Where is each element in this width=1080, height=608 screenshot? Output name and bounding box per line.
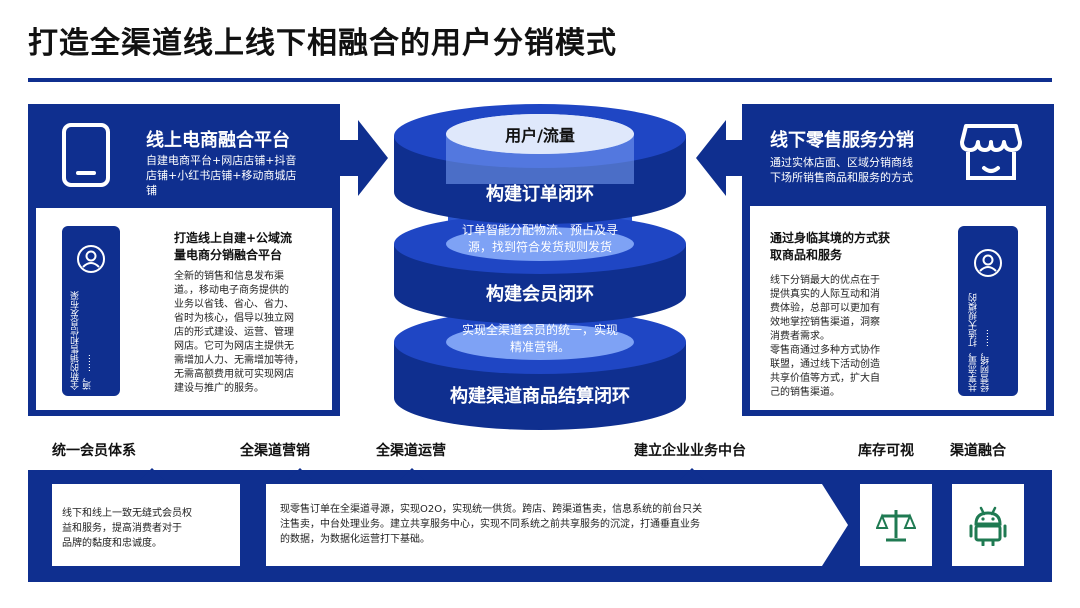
operations-desc: 现零售订单在全渠道寻源，实现O2O，实现统一供货。跨店、跨渠道售卖，信息系统的前… xyxy=(280,504,703,545)
left-box-body: 全新的销售和信息发布渠 道。，移动电子商务提供的 业务以省钱、省心、省力、 省时… xyxy=(174,271,304,394)
arrow-right-icon xyxy=(340,120,388,196)
user-circle-icon xyxy=(77,245,105,273)
right-box-body: 线下分销最大的优点在于 提供真实的人际互动和消 费体验，总部可以更加有 效地掌控… xyxy=(770,275,880,398)
left-card-text: 全新的销售和信息发布渠道，…… xyxy=(71,291,93,390)
scale-icon xyxy=(876,510,916,542)
label-unified-membership: 统一会员体系 xyxy=(52,443,136,459)
cylinder-stack xyxy=(394,104,686,430)
order-loop-desc: 订单智能分配物流、预占及寻 源，找到符合发货规则发货 xyxy=(461,223,618,254)
storefront-icon xyxy=(960,122,1022,182)
member-loop-desc: 实现全渠道会员的统一，实现 精准营销。 xyxy=(461,323,618,354)
tablet-icon xyxy=(60,122,112,188)
settlement-loop-label: 构建渠道商品结算闭环 xyxy=(450,386,630,407)
operations-box-shape xyxy=(266,484,848,566)
pointer-triangles xyxy=(140,468,704,480)
label-inventory-visibility: 库存可视 xyxy=(858,443,914,459)
arrow-left-icon xyxy=(696,120,744,196)
user-circle-icon xyxy=(974,249,1002,277)
page-title: 打造全渠道线上线下相融合的用户分销模式 xyxy=(28,26,617,61)
left-panel-title: 线上电商融合平台 xyxy=(146,130,290,151)
left-panel-subtitle: 自建电商平台+网店店铺+抖音 店铺+小红书店铺+移动商城店 铺 xyxy=(146,154,297,197)
title-divider xyxy=(28,78,1052,82)
right-panel-title: 线下零售服务分销 xyxy=(770,130,914,151)
right-panel-subtitle: 通过实体店面、区域分销商线 下场所销售商品和服务的方式 xyxy=(770,156,913,184)
membership-desc: 线下和线上一致无缝式会员权 益和服务，提高消费者对于 品牌的黏度和忠诚度。 xyxy=(62,508,192,549)
android-robot-icon xyxy=(969,506,1007,546)
membership-box xyxy=(52,484,240,566)
member-loop-label: 构建会员闭环 xyxy=(486,284,594,305)
user-traffic-label: 用户/流量 xyxy=(505,126,575,145)
left-user-card: 全新的销售和信息发布渠道，…… xyxy=(62,226,120,396)
right-card-text: 共享流量，打造大规模的经营网络，…… xyxy=(969,293,991,392)
right-box-heading: 通过身临其境的方式获 取商品和服务 xyxy=(770,231,891,262)
label-omnichannel-operations: 全渠道运营 xyxy=(376,443,446,459)
label-omnichannel-marketing: 全渠道营销 xyxy=(240,443,310,459)
label-channel-integration: 渠道融合 xyxy=(950,443,1006,459)
left-box-heading: 打造线上自建+公域流 量电商分销融合平台 xyxy=(174,231,293,262)
right-user-card: 共享流量，打造大规模的经营网络，…… xyxy=(958,226,1018,396)
order-loop-label: 构建订单闭环 xyxy=(486,184,594,205)
label-business-middle-platform: 建立企业业务中台 xyxy=(634,443,746,459)
